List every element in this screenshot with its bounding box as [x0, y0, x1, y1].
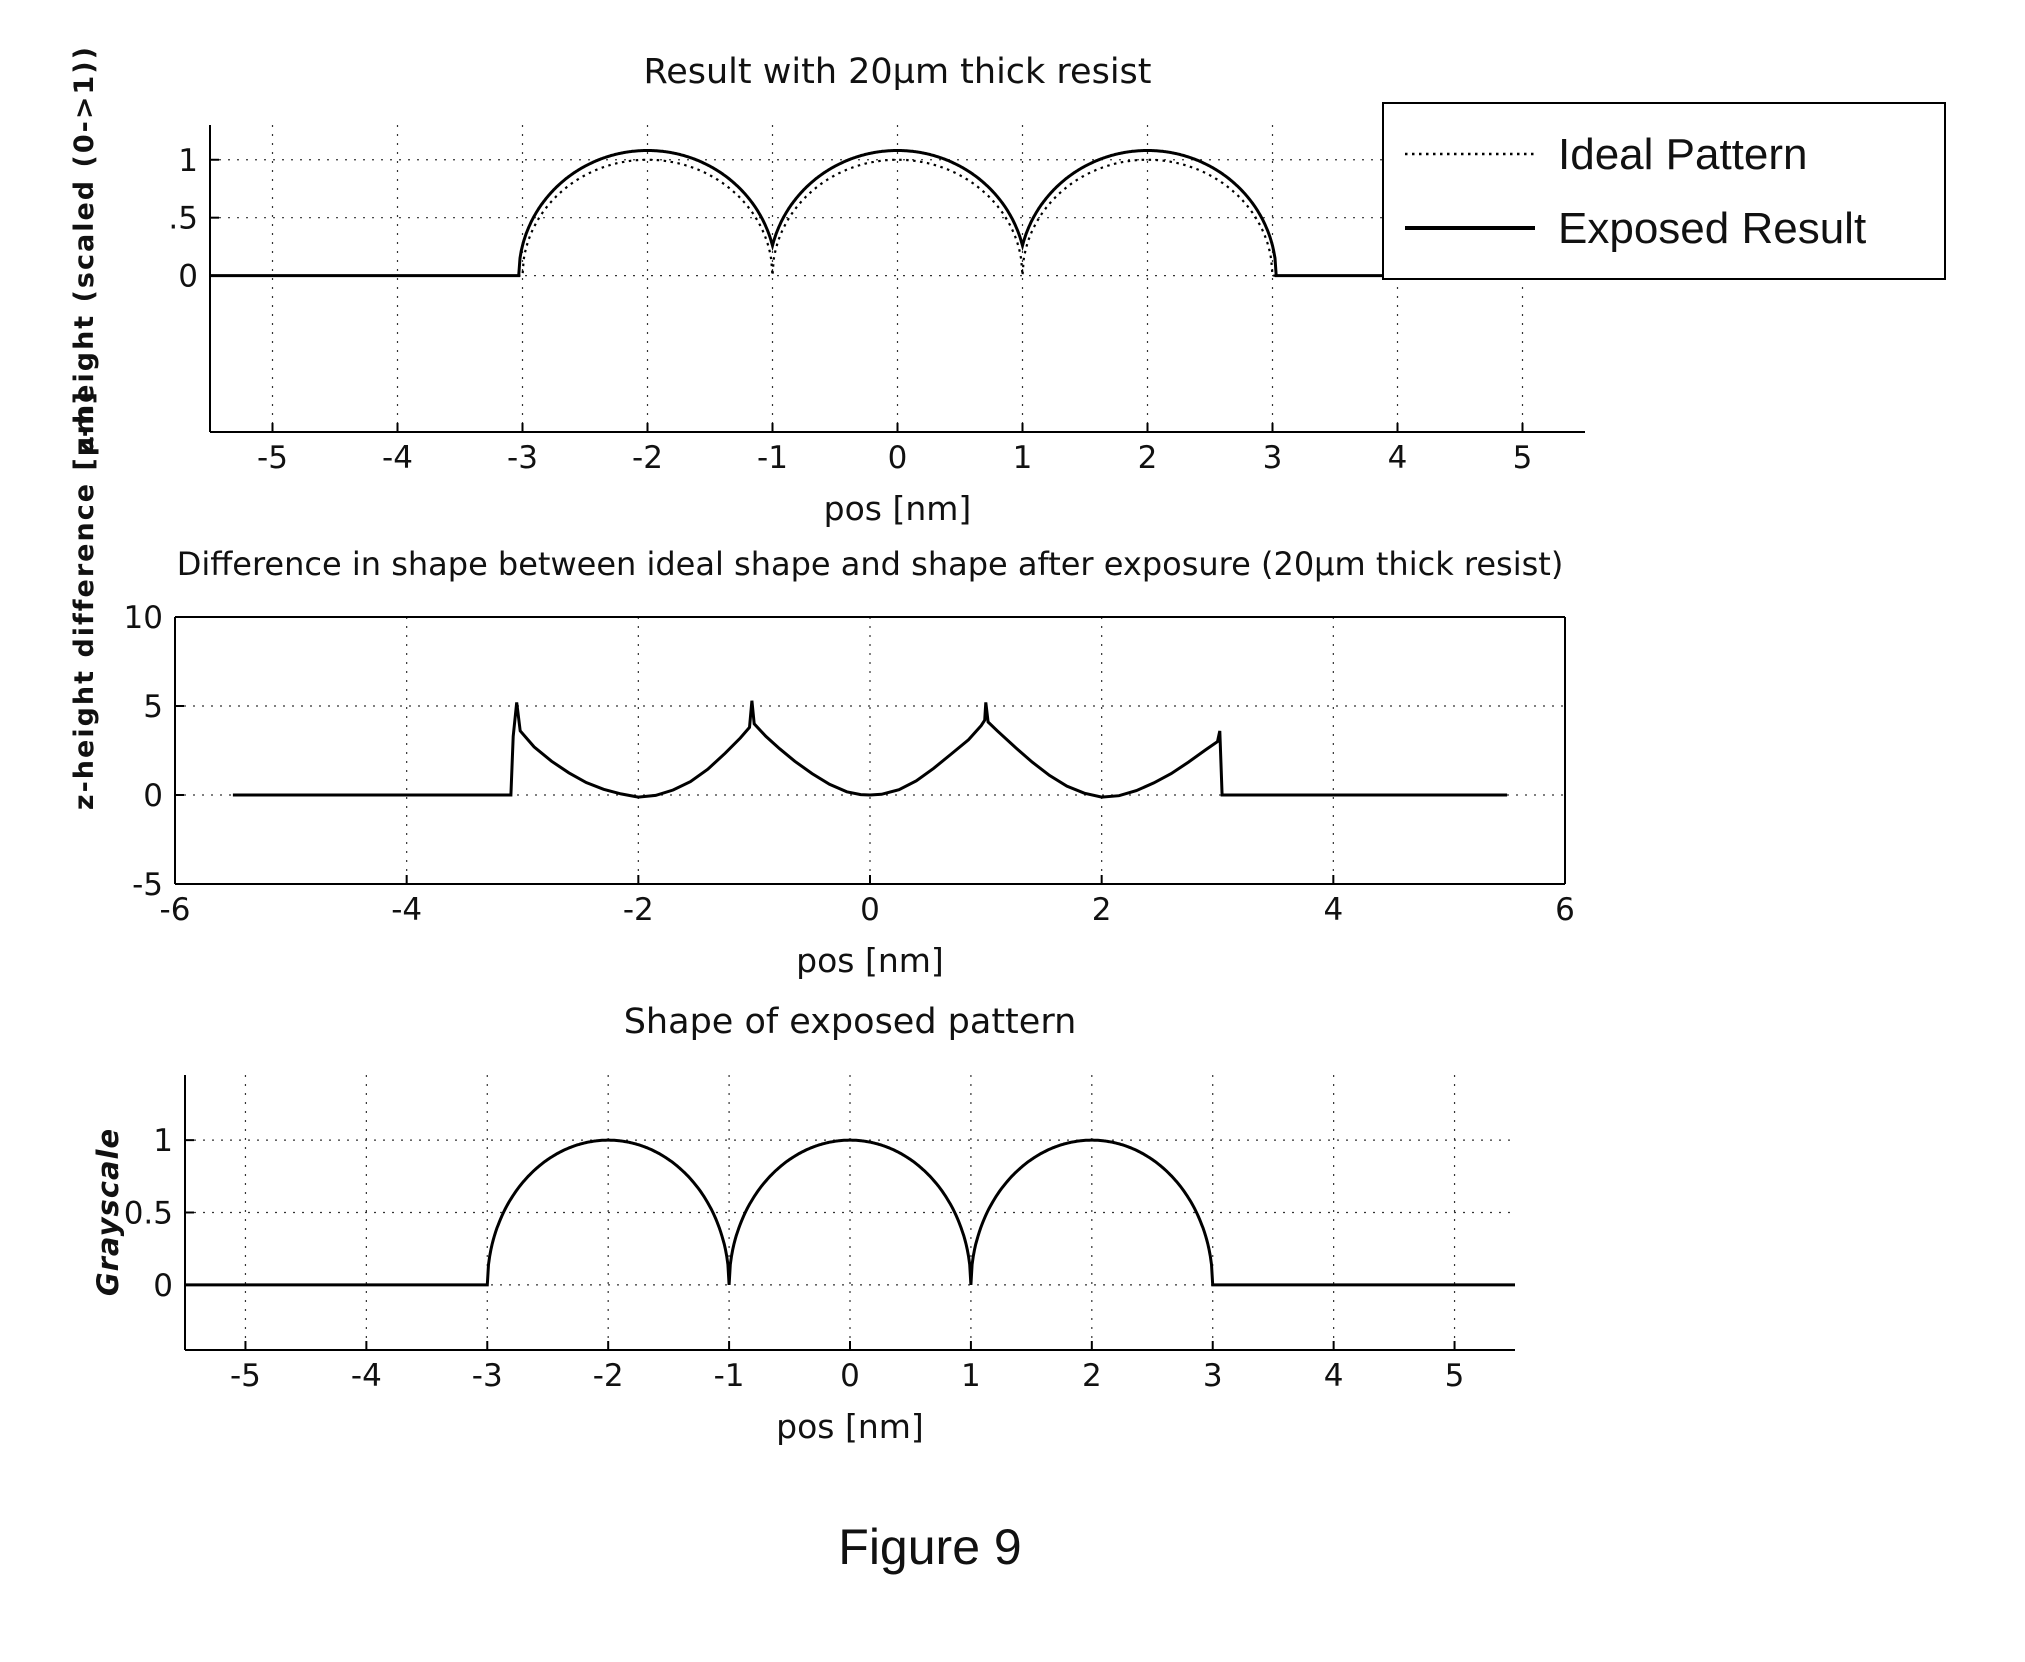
- figure-caption: Figure 9: [838, 1519, 1022, 1575]
- svg-text:-5: -5: [230, 1358, 261, 1394]
- svg-text:4: 4: [1324, 1358, 1344, 1394]
- svg-text:Ideal Pattern: Ideal Pattern: [1558, 130, 1808, 179]
- svg-text:0.5: 0.5: [124, 1196, 173, 1232]
- svg-text:pos [nm]: pos [nm]: [796, 941, 944, 980]
- svg-text:-4: -4: [391, 892, 422, 928]
- svg-text:10: 10: [124, 600, 163, 636]
- middle-chart-shape-difference: -6 -4 -2 0 2 4 6 -5 0 5 10 Difference in shape betw…: [100, 545, 1660, 1015]
- svg-text:-5: -5: [257, 440, 288, 476]
- bottom-chart-canvas: -5 -4 -3 -2 -1 0 1 2 3 4 5 0 0.5 1 Shape of exposed pa…: [124, 1002, 1515, 1446]
- top-chart-result-with-resist: -5 -4 -3 -2 -1 0 1 2 3 4 5 0 .5 1 Result with 20µm thi…: [150, 30, 1960, 570]
- axes: [209, 125, 1585, 433]
- svg-text:-4: -4: [351, 1358, 382, 1394]
- svg-text:4: 4: [1388, 440, 1408, 476]
- svg-text:-2: -2: [632, 440, 663, 476]
- svg-text:0: 0: [888, 440, 908, 476]
- series-ideal-pattern: [210, 158, 1585, 277]
- svg-text:3: 3: [1263, 440, 1283, 476]
- svg-text:4: 4: [1323, 892, 1343, 928]
- svg-text:0: 0: [840, 1358, 860, 1394]
- svg-text:5: 5: [1445, 1358, 1465, 1394]
- svg-text:1: 1: [961, 1358, 981, 1394]
- svg-text:5: 5: [1513, 440, 1533, 476]
- svg-text:-6: -6: [160, 892, 191, 928]
- svg-text:-1: -1: [757, 440, 788, 476]
- grid-lines: [174, 616, 1566, 885]
- svg-text:1: 1: [153, 1123, 173, 1159]
- grid-lines: [210, 125, 1585, 432]
- svg-text:-4: -4: [382, 440, 413, 476]
- svg-text:Result with 20µm thick resist: Result with 20µm thick resist: [643, 52, 1151, 92]
- series-exposed-result: [210, 149, 1585, 278]
- middle-chart-canvas: -6 -4 -2 0 2 4 6 -5 0 5 10 Difference in shape betw…: [124, 545, 1575, 980]
- middle-chart-y-axis-label: z-height difference [µm]: [69, 389, 100, 811]
- svg-text:2: 2: [1092, 892, 1112, 928]
- svg-text:0: 0: [860, 892, 880, 928]
- svg-text:3: 3: [1203, 1358, 1223, 1394]
- grid-lines: [185, 1075, 1515, 1350]
- series-exposed-pattern-grayscale: [185, 1138, 1515, 1287]
- svg-text:2: 2: [1082, 1358, 1102, 1394]
- svg-text:Exposed Result: Exposed Result: [1558, 204, 1866, 253]
- bottom-chart-exposed-pattern: -5 -4 -3 -2 -1 0 1 2 3 4 5 0 0.5 1 Shape of exposed pa…: [100, 1000, 1660, 1460]
- svg-text:pos [nm]: pos [nm]: [824, 489, 972, 528]
- top-chart-canvas: -5 -4 -3 -2 -1 0 1 2 3 4 5 0 .5 1 Result with 20µm thi…: [168, 52, 1946, 528]
- svg-text:pos [nm]: pos [nm]: [776, 1407, 924, 1446]
- svg-text:0: 0: [143, 778, 163, 814]
- svg-text:0: 0: [153, 1268, 173, 1304]
- svg-text:-5: -5: [132, 867, 163, 903]
- svg-text:0: 0: [178, 259, 198, 295]
- svg-text:.5: .5: [168, 201, 198, 237]
- svg-text:-2: -2: [593, 1358, 624, 1394]
- svg-text:-3: -3: [507, 440, 538, 476]
- svg-text:1: 1: [178, 143, 198, 179]
- svg-text:-1: -1: [714, 1358, 745, 1394]
- svg-text:5: 5: [143, 689, 163, 725]
- svg-text:-3: -3: [472, 1358, 503, 1394]
- svg-text:Difference in shape between id: Difference in shape between ideal shape …: [177, 545, 1564, 583]
- svg-text:6: 6: [1555, 892, 1575, 928]
- svg-text:2: 2: [1138, 440, 1158, 476]
- axes: [174, 616, 1566, 885]
- series-z-height-difference: [232, 700, 1508, 799]
- svg-text:-2: -2: [623, 892, 654, 928]
- svg-text:Shape of exposed pattern: Shape of exposed pattern: [624, 1002, 1077, 1042]
- svg-text:1: 1: [1013, 440, 1033, 476]
